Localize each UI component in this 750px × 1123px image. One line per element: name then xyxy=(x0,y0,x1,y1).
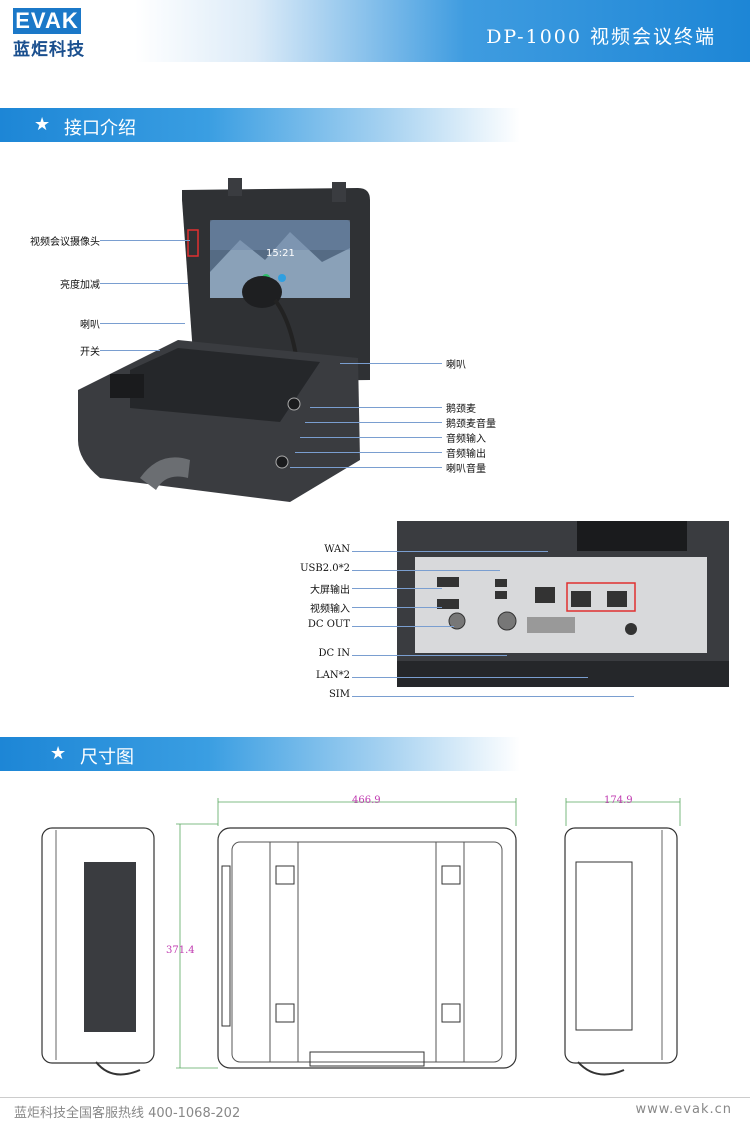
leader-line xyxy=(100,283,188,284)
section-header-interfaces: ★ 接口介绍 xyxy=(0,108,520,142)
dim-depth: 174.9 xyxy=(604,795,633,806)
leader-line xyxy=(340,363,442,364)
label-power: 开关 xyxy=(80,347,100,358)
label-usb: USB2.0*2 xyxy=(300,563,350,574)
dimension-drawings xyxy=(41,798,681,1076)
label-audio-out: 音频输出 xyxy=(446,449,486,460)
logo-text: 蓝炬科技 xyxy=(13,40,85,60)
section-header-dimensions: ★ 尺寸图 xyxy=(0,737,520,771)
leader-line xyxy=(352,696,634,697)
leader-line xyxy=(352,677,588,678)
leader-line xyxy=(352,655,507,656)
leader-line xyxy=(352,570,500,571)
label-brightness: 亮度加减 xyxy=(60,280,100,291)
star-icon: ★ xyxy=(50,743,67,764)
leader-line xyxy=(290,467,442,468)
leader-line xyxy=(295,452,442,453)
device-photo-open: 15:21 xyxy=(78,178,370,502)
footer-website[interactable]: www.evak.cn xyxy=(635,1102,732,1117)
device-photo-ports xyxy=(397,521,729,687)
label-sim: SIM xyxy=(328,689,350,700)
label-wan: WAN xyxy=(324,544,350,555)
leader-line xyxy=(352,551,548,552)
label-speaker-left: 喇叭 xyxy=(80,320,100,331)
leader-line xyxy=(352,626,454,627)
leader-line xyxy=(100,240,190,241)
dim-height: 371.4 xyxy=(166,945,195,956)
section-title: 接口介绍 xyxy=(64,118,136,139)
footer-divider xyxy=(0,1097,750,1098)
logo-mark: EVAK xyxy=(13,8,81,34)
star-icon: ★ xyxy=(34,114,51,135)
footer-hotline: 蓝炬科技全国客服热线 400-1068-202 xyxy=(14,1106,241,1121)
leader-line xyxy=(300,437,442,438)
section-title: 尺寸图 xyxy=(80,747,134,768)
leader-line xyxy=(100,323,185,324)
leader-line xyxy=(352,588,442,589)
leader-line xyxy=(310,407,442,408)
screen-time: 15:21 xyxy=(266,248,295,259)
header-bar: EVAK 蓝炬科技 DP-1000 视频会议终端 xyxy=(0,0,750,62)
leader-line xyxy=(305,422,442,423)
label-video-in: 视频输入 xyxy=(310,604,350,615)
leader-line xyxy=(352,607,442,608)
label-gooseneck-mic: 鹅颈麦 xyxy=(446,404,476,415)
label-dc-in: DC IN xyxy=(318,648,350,659)
leader-line xyxy=(100,350,160,351)
label-speaker-right: 喇叭 xyxy=(446,360,466,371)
label-speaker-volume: 喇叭音量 xyxy=(446,464,486,475)
label-camera: 视频会议摄像头 xyxy=(30,237,100,248)
label-dc-out: DC OUT xyxy=(307,619,350,630)
label-audio-in: 音频输入 xyxy=(446,434,486,445)
dim-width: 466.9 xyxy=(352,795,381,806)
label-display-out: 大屏输出 xyxy=(310,585,350,596)
page-title: DP-1000 视频会议终端 xyxy=(486,26,716,48)
label-mic-volume: 鹅颈麦音量 xyxy=(446,419,496,430)
label-lan: LAN*2 xyxy=(316,670,350,681)
